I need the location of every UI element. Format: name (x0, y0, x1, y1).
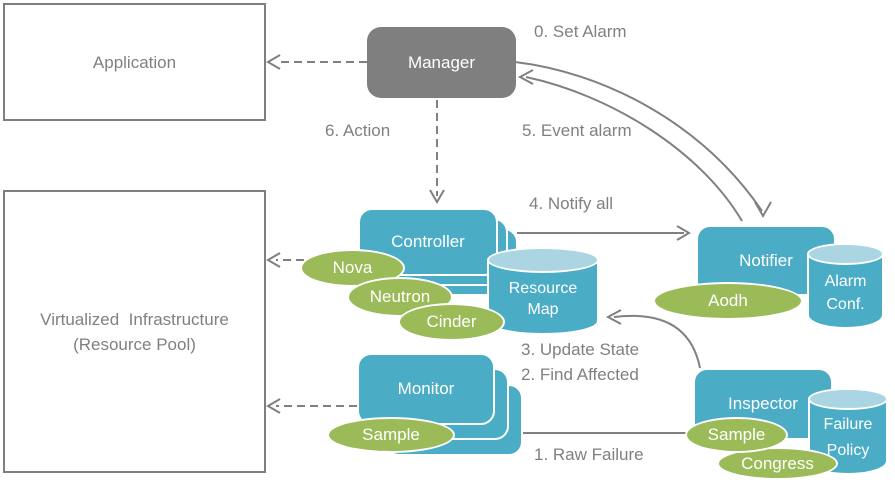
aodh-ellipse: Aodh (653, 282, 803, 320)
action-arrowhead (429, 189, 445, 204)
congress-ellipse: Congress (717, 447, 838, 480)
manager-node-label: Manager (407, 52, 476, 72)
infrastructure-box-label-line1: Virtualized Infrastructure (40, 309, 229, 329)
action-flow-label: 6. Action (325, 121, 391, 140)
infrastructure-box: Virtualized Infrastructure (Resource Poo… (3, 190, 266, 473)
update-state-flow-label: 3. Update State (521, 340, 640, 359)
alarm-conf-label-line1: Alarm (824, 273, 867, 290)
nova-label: Nova (332, 258, 373, 277)
monitor-node-label: Monitor (397, 379, 455, 398)
alarm-conf-cylinder-top (807, 243, 884, 265)
cinder-label: Cinder (426, 312, 477, 331)
failure-policy-label-line1: Failure (823, 416, 873, 433)
application-box: Application (3, 3, 266, 121)
failure-policy-label-line2: Policy (826, 442, 870, 459)
inspector-sample-label: Sample (707, 425, 766, 444)
failure-policy-label: Failure Policy (808, 412, 888, 464)
manager-node: Manager (367, 27, 516, 98)
resource-map-label: Resource Map (487, 278, 599, 320)
set-alarm-curve (514, 61, 763, 212)
application-box-label: Application (92, 52, 177, 72)
monitor-sample-ellipse: Sample (327, 417, 455, 453)
resource-map-label-line1: Resource (508, 280, 578, 297)
controller-node-label: Controller (391, 232, 465, 251)
find-affected-flow-label: 2. Find Affected (521, 365, 639, 384)
alarm-conf-cylinder-body (807, 254, 884, 329)
notifier-node-label: Notifier (739, 250, 793, 270)
congress-label: Congress (741, 453, 814, 473)
event-alarm-curve (525, 76, 743, 222)
inspector-node-label: Inspector (728, 394, 798, 413)
alarm-conf-label: Alarm Conf. (807, 270, 884, 316)
failure-policy-cylinder-top (808, 388, 888, 410)
resource-map-cylinder: Resource Map (487, 247, 599, 335)
notify-all-flow-label: 4. Notify all (529, 194, 614, 213)
controller-node: Controller (358, 208, 498, 276)
alarm-conf-label-line2: Conf. (826, 296, 865, 313)
monitor-node: Monitor (357, 353, 495, 425)
notify-all-arrowhead (676, 225, 691, 241)
cinder-ellipse: Cinder (398, 303, 505, 341)
resource-map-cylinder-top (487, 247, 599, 273)
resource-map-label-line2: Map (527, 301, 559, 318)
raw-failure-flow-label: 1. Raw Failure (534, 445, 644, 464)
infrastructure-box-label-line2: (Resource Pool) (73, 334, 196, 354)
monitor-sample-label: Sample (362, 425, 420, 444)
update-state-curve (613, 314, 701, 369)
event-alarm-flow-label: 5. Event alarm (522, 121, 632, 140)
monitor-to-infrastructure-arrowhead (266, 398, 281, 414)
failure-policy-cylinder: Failure Policy (808, 388, 888, 475)
set-alarm-flow-label: 0. Set Alarm (534, 22, 627, 41)
set-alarm-arrowhead (754, 201, 772, 219)
controller-to-infrastructure-arrowhead (266, 252, 281, 268)
manager-to-application-arrowhead (266, 54, 281, 70)
alarm-conf-cylinder: Alarm Conf. (807, 243, 884, 329)
event-alarm-arrowhead (517, 69, 534, 85)
aodh-label: Aodh (708, 291, 748, 310)
inspector-sample-ellipse: Sample (685, 417, 788, 453)
neutron-label: Neutron (369, 287, 431, 306)
update-state-arrowhead (605, 309, 622, 325)
